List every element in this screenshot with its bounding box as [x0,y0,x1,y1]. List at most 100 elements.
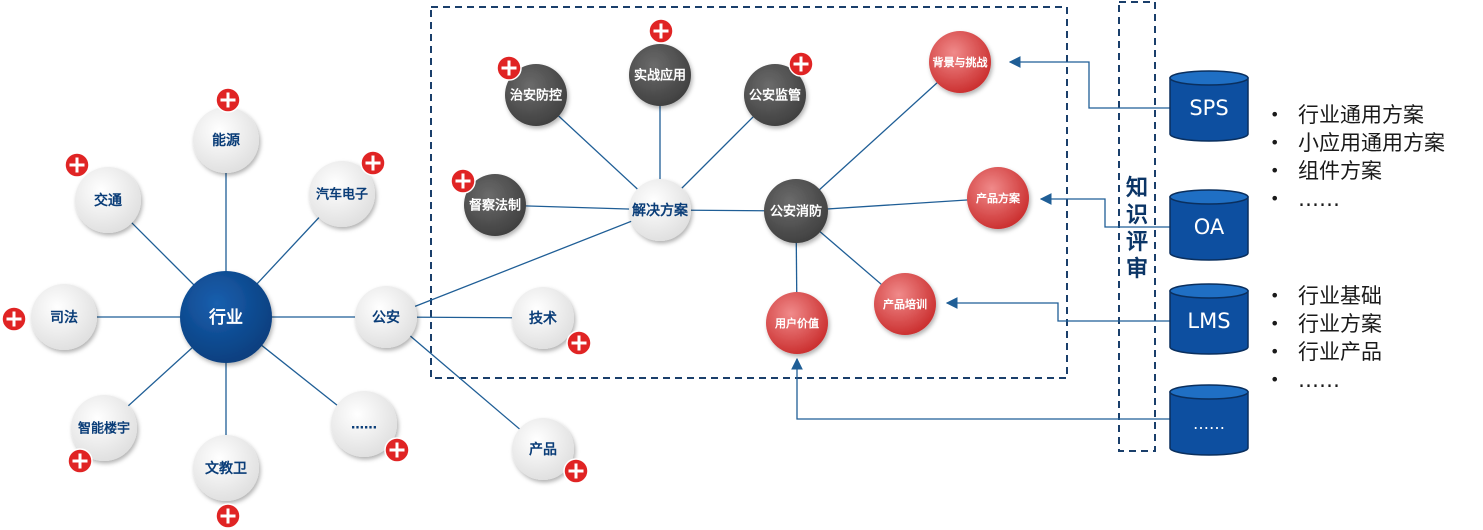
plus-icon[interactable] [566,330,592,356]
node-label: 公安 [372,309,400,326]
node-label: 解决方案 [632,202,689,219]
plus-icon[interactable] [215,87,241,113]
arrow-lms [945,297,1170,322]
plus-icon[interactable] [384,437,410,463]
list-item: 行业基础 [1268,282,1382,310]
node-circle [766,292,828,354]
node-circle [512,418,574,480]
node-circle [309,161,375,227]
node-label: 行业 [208,307,243,328]
node-circle [629,179,691,241]
plus-icon[interactable] [67,448,93,474]
node-circle [929,31,991,93]
node-circle [31,284,97,350]
node-label: 能源 [212,132,240,149]
node-industry: 行业 [180,271,272,363]
node-label: 文教卫 [205,460,247,477]
review-char: 知 [1126,175,1148,201]
plus-icon[interactable] [450,168,476,194]
node-user-value: 用户价值 [766,292,828,354]
edge-fire-background [795,61,961,212]
node-label: …… [351,418,377,433]
node-police: 公安 [355,286,417,348]
sps-content-list: 行业通用方案 小应用通用方案 组件方案 …… [1268,101,1445,213]
node-label: 用户价值 [775,316,819,330]
node-circle [193,435,259,501]
source-sps: SPS [1169,70,1249,142]
node-background-challenge: 背景与挑战 [929,31,991,93]
node-circle [464,174,526,236]
source-oa: OA [1169,189,1249,261]
arrow-more [791,357,1170,420]
node-public-security: 治安防控 [505,64,567,126]
node-practical-application: 实战应用 [629,44,691,106]
node-smart-building: 智能楼宇 [71,395,137,461]
database-icon [1169,290,1249,355]
node-label: 背景与挑战 [933,55,988,69]
plus-icon[interactable] [496,55,522,81]
node-label: 交通 [94,192,122,209]
arrow-oa [1039,193,1170,228]
arrow-sps [1008,56,1170,109]
source-label: SPS [1189,96,1228,120]
list-item: …… [1268,185,1445,213]
node-product-plan: 产品方案 [967,167,1029,229]
edge-fire-plan [795,197,999,212]
list-item: 行业通用方案 [1268,101,1445,129]
node-product-training: 产品培训 [874,273,936,335]
node-product: 产品 [512,418,574,480]
plus-icon[interactable] [360,150,386,176]
node-justice: 司法 [31,284,97,350]
plus-icon[interactable] [1,306,27,332]
node-label: 公安监管 [749,88,801,104]
node-label: 产品 [529,441,557,458]
source-more: …… [1169,384,1249,456]
node-traffic: 交通 [75,167,141,233]
node-circle [75,167,141,233]
node-solution: 解决方案 [629,179,691,241]
node-fire-protection: 公安消防 [764,179,828,243]
node-label: 汽车电子 [316,187,368,203]
database-icon [1169,77,1249,142]
plus-icon[interactable] [648,18,674,44]
plus-icon[interactable] [64,152,90,178]
source-arrows [791,56,1170,420]
node-energy: 能源 [193,107,259,173]
plus-icon[interactable] [788,51,814,77]
node-circle [355,286,417,348]
plus-icon[interactable] [563,458,589,484]
list-item: 组件方案 [1268,157,1445,185]
review-char: 识 [1126,203,1148,228]
source-label: …… [1193,414,1225,433]
node-more: …… [331,391,397,457]
edge-police-product [387,316,544,450]
node-circle [512,287,574,349]
database-icon [1169,391,1249,456]
list-item: 行业产品 [1268,338,1382,366]
source-label: LMS [1187,309,1230,333]
node-label: 实战应用 [634,68,686,84]
plus-icon[interactable] [215,503,241,529]
database-icon [1169,196,1249,261]
node-label: 产品方案 [976,191,1021,205]
node-circle [71,395,137,461]
edge-police-solution [387,209,661,318]
node-circle [505,64,567,126]
list-item: …… [1268,366,1382,394]
node-technology: 技术 [512,287,574,349]
lms-content-list: 行业基础 行业方案 行业产品 …… [1268,282,1382,394]
node-police-supervision: 公安监管 [744,64,806,126]
node-label: 公安消防 [770,204,822,220]
node-circle [744,64,806,126]
node-circle [764,179,828,243]
node-label: 督察法制 [469,198,521,214]
source-lms: LMS [1169,283,1249,355]
review-char: 评 [1126,230,1148,255]
node-circle [874,273,936,335]
node-label: 产品培训 [883,297,927,311]
node-circle [180,271,272,363]
node-label: 司法 [50,309,78,326]
